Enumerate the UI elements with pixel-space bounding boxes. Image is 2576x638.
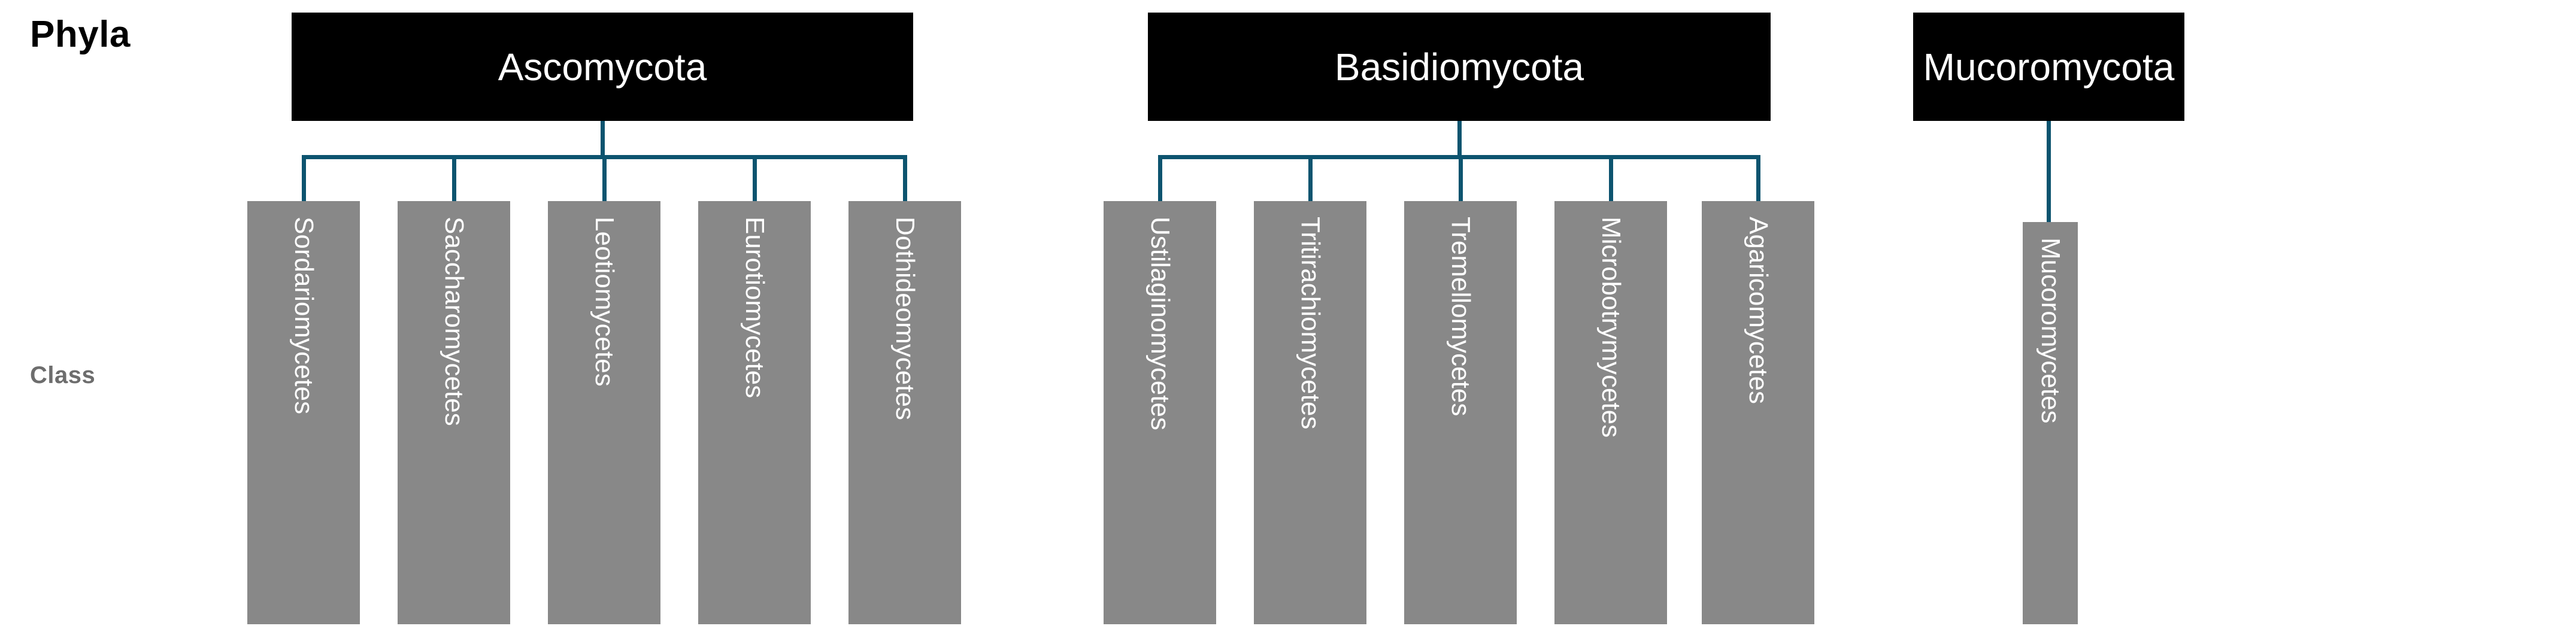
class-label-microbotrymycetes: Microbotrymycetes bbox=[1596, 217, 1626, 438]
class-label-tritirachiomycetes: Tritirachiomycetes bbox=[1296, 217, 1325, 430]
connector-stem-basidiomycota bbox=[1457, 121, 1462, 159]
class-label-ustilaginomycetes: Ustilaginomycetes bbox=[1145, 217, 1175, 431]
class-box-sordariomycetes[interactable]: Sordariomycetes bbox=[247, 201, 360, 624]
class-label-eurotiomycetes: Eurotiomycetes bbox=[740, 217, 769, 399]
connector-drop-ascomycota-3 bbox=[752, 155, 757, 201]
class-box-tritirachiomycetes[interactable]: Tritirachiomycetes bbox=[1254, 201, 1366, 624]
class-label-saccharomycetes: Saccharomycetes bbox=[440, 217, 469, 426]
connector-drop-ascomycota-4 bbox=[902, 155, 907, 201]
connector-drop-basidiomycota-3 bbox=[1608, 155, 1613, 201]
class-box-microbotrymycetes[interactable]: Microbotrymycetes bbox=[1554, 201, 1667, 624]
connector-stem-mucoromycota bbox=[2047, 121, 2051, 222]
class-box-ustilaginomycetes[interactable]: Ustilaginomycetes bbox=[1104, 201, 1216, 624]
connector-drop-basidiomycota-4 bbox=[1756, 155, 1760, 201]
class-box-dothideomycetes[interactable]: Dothideomycetes bbox=[848, 201, 961, 624]
rank-label-class: Class bbox=[30, 362, 96, 388]
class-box-agaricomycetes[interactable]: Agaricomycetes bbox=[1702, 201, 1814, 624]
class-label-mucoromycetes: Mucoromycetes bbox=[2036, 238, 2065, 424]
connector-drop-ascomycota-1 bbox=[451, 155, 456, 201]
phylum-box-mucoromycota[interactable]: Mucoromycota bbox=[1913, 13, 2184, 121]
class-box-leotiomycetes[interactable]: Leotiomycetes bbox=[548, 201, 660, 624]
connector-drop-ascomycota-0 bbox=[301, 155, 306, 201]
class-label-sordariomycetes: Sordariomycetes bbox=[289, 217, 319, 415]
class-box-tremellomycetes[interactable]: Tremellomycetes bbox=[1404, 201, 1517, 624]
phylum-box-ascomycota[interactable]: Ascomycota bbox=[292, 13, 913, 121]
class-box-saccharomycetes[interactable]: Saccharomycetes bbox=[398, 201, 510, 624]
connector-drop-basidiomycota-1 bbox=[1308, 155, 1313, 201]
phylum-box-basidiomycota[interactable]: Basidiomycota bbox=[1148, 13, 1771, 121]
class-label-tremellomycetes: Tremellomycetes bbox=[1446, 217, 1475, 417]
class-label-leotiomycetes: Leotiomycetes bbox=[590, 217, 619, 387]
class-box-mucoromycetes[interactable]: Mucoromycetes bbox=[2023, 222, 2078, 624]
connector-stem-ascomycota bbox=[600, 121, 605, 159]
connector-drop-ascomycota-2 bbox=[602, 155, 607, 201]
connector-drop-basidiomycota-0 bbox=[1157, 155, 1162, 201]
class-label-agaricomycetes: Agaricomycetes bbox=[1744, 217, 1773, 405]
class-box-eurotiomycetes[interactable]: Eurotiomycetes bbox=[698, 201, 811, 624]
connector-drop-basidiomycota-2 bbox=[1458, 155, 1463, 201]
class-label-dothideomycetes: Dothideomycetes bbox=[890, 217, 920, 420]
rank-label-phyla: Phyla bbox=[30, 14, 131, 55]
